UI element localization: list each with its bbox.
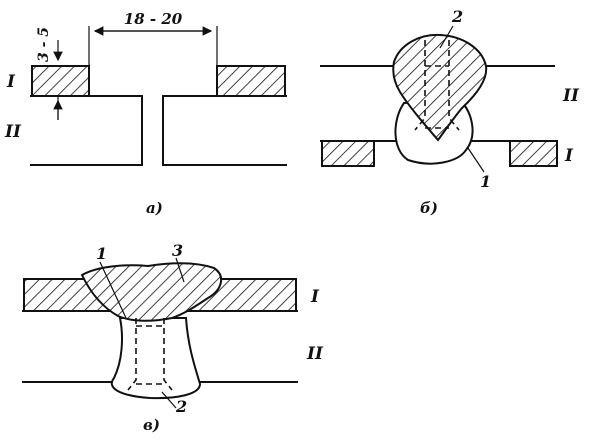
panel-a-overlay-right <box>216 65 286 97</box>
panel-b-weld-top <box>392 33 488 142</box>
panel-c-label-2: 2 <box>175 397 187 416</box>
panel-c-dash-left <box>127 318 137 391</box>
panel-c-label-II: II <box>306 344 324 364</box>
panel-b-label-2: 2 <box>451 7 463 26</box>
panel-c-leader-2 <box>161 391 177 409</box>
panel-a-label-II: II <box>4 122 22 142</box>
panel-b-caption: б) <box>420 199 438 217</box>
panel-a-dim-thickness: 3 - 5 <box>36 27 52 62</box>
panel-c-caption: в) <box>143 416 160 434</box>
panel-a-plate-left <box>30 95 143 166</box>
panel-b-label-I: I <box>564 146 574 166</box>
panel-c-weld-bottom <box>111 317 202 400</box>
panel-b: 2 1 II I б) <box>320 7 580 217</box>
panel-a-overlay-left <box>31 65 90 97</box>
panel-c-weld-top <box>80 262 223 322</box>
panel-a-caption: а) <box>146 199 163 217</box>
panel-c: 1 3 2 I II в) <box>22 241 324 434</box>
panel-c-leader-3 <box>175 257 185 283</box>
panel-b-strip-left <box>321 140 375 167</box>
panel-a: 18 - 20 3 - 5 I II а) <box>4 10 287 217</box>
panel-a-plate-right <box>162 95 287 166</box>
panel-c-label-I: I <box>310 287 320 307</box>
panel-c-label-1: 1 <box>96 244 107 263</box>
panel-a-dim-gap: 18 - 20 <box>124 10 183 28</box>
panel-a-label-I: I <box>6 72 16 92</box>
panel-b-label-1: 1 <box>480 172 491 191</box>
panel-b-leader-1 <box>467 147 485 173</box>
panel-b-leader-2 <box>439 25 454 49</box>
panel-c-dash-right <box>163 318 173 391</box>
panel-c-label-3: 3 <box>172 241 183 260</box>
panel-c-leader-1 <box>99 261 127 319</box>
panel-b-label-II: II <box>562 86 580 106</box>
panel-b-strip-right <box>509 140 558 167</box>
